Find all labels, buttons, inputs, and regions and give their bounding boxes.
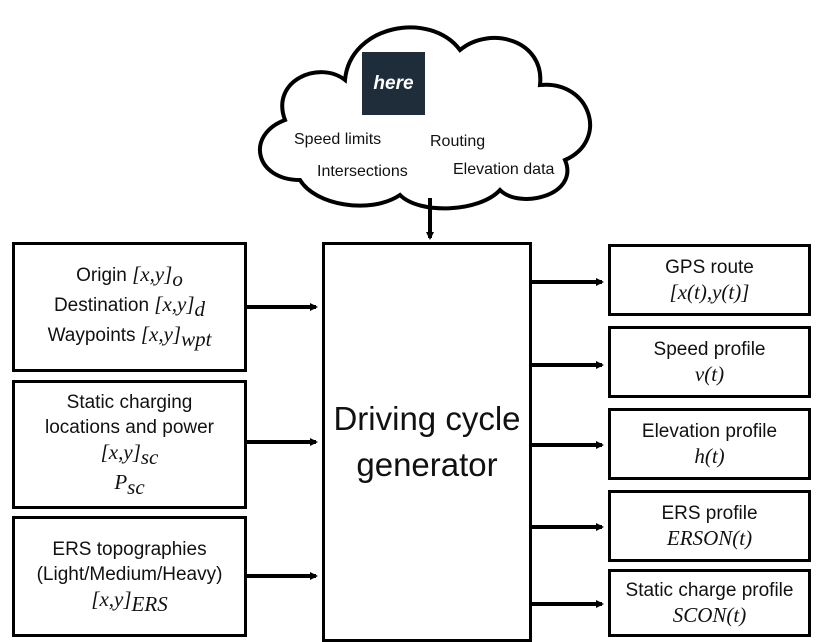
output-title: Static charge profile [625, 580, 794, 601]
here-logo: here [362, 52, 425, 115]
output-title: GPS route [665, 257, 754, 278]
input-box-locations: Origin [x,y]o Destination [x,y]d Waypoin… [12, 242, 247, 372]
output-title: ERS profile [661, 503, 758, 524]
output-math: [x(t),y(t)] [669, 280, 750, 304]
static-power: Psc [114, 469, 145, 499]
static-line-1: Static charging [66, 391, 193, 413]
output-ers-profile: ERS profile ERSON(t) [608, 490, 811, 562]
static-line-2: locations and power [45, 416, 214, 438]
cloud-item-speed-limits: Speed limits [294, 131, 382, 148]
output-title: Elevation profile [641, 421, 778, 442]
output-math: SCON(t) [672, 603, 747, 627]
static-coords: [x,y]sc [100, 439, 159, 469]
output-math: h(t) [694, 444, 725, 468]
output-speed-profile: Speed profile v(t) [608, 326, 811, 398]
driving-cycle-generator: Driving cycle generator [322, 242, 532, 642]
output-elevation-profile: Elevation profile h(t) [608, 408, 811, 480]
ers-line-1: ERS topographies [52, 538, 207, 560]
generator-line-1: Driving cycle [333, 400, 521, 437]
generator-line-2: generator [356, 446, 498, 483]
output-static-charge-profile: Static charge profile SCON(t) [608, 569, 811, 637]
destination-line: Destination [x,y]d [53, 292, 206, 321]
ers-line-2: (Light/Medium/Heavy) [36, 563, 223, 585]
output-math: ERSON(t) [666, 526, 753, 550]
output-title: Speed profile [653, 339, 766, 360]
cloud-shape [257, 25, 593, 211]
cloud-item-intersections: Intersections [317, 163, 408, 180]
input-box-static-charging: Static charging locations and power [x,y… [12, 380, 247, 509]
waypoints-line: Waypoints [x,y]wpt [47, 321, 212, 351]
output-math: v(t) [694, 362, 725, 386]
origin-line: Origin [x,y]o [76, 262, 183, 292]
cloud-item-elevation-data: Elevation data [453, 161, 555, 178]
ers-coords: [x,y]ERS [91, 586, 168, 616]
cloud-item-routing: Routing [430, 133, 486, 150]
input-box-ers-topographies: ERS topographies (Light/Medium/Heavy) [x… [12, 516, 247, 637]
output-gps-route: GPS route [x(t),y(t)] [608, 244, 811, 316]
